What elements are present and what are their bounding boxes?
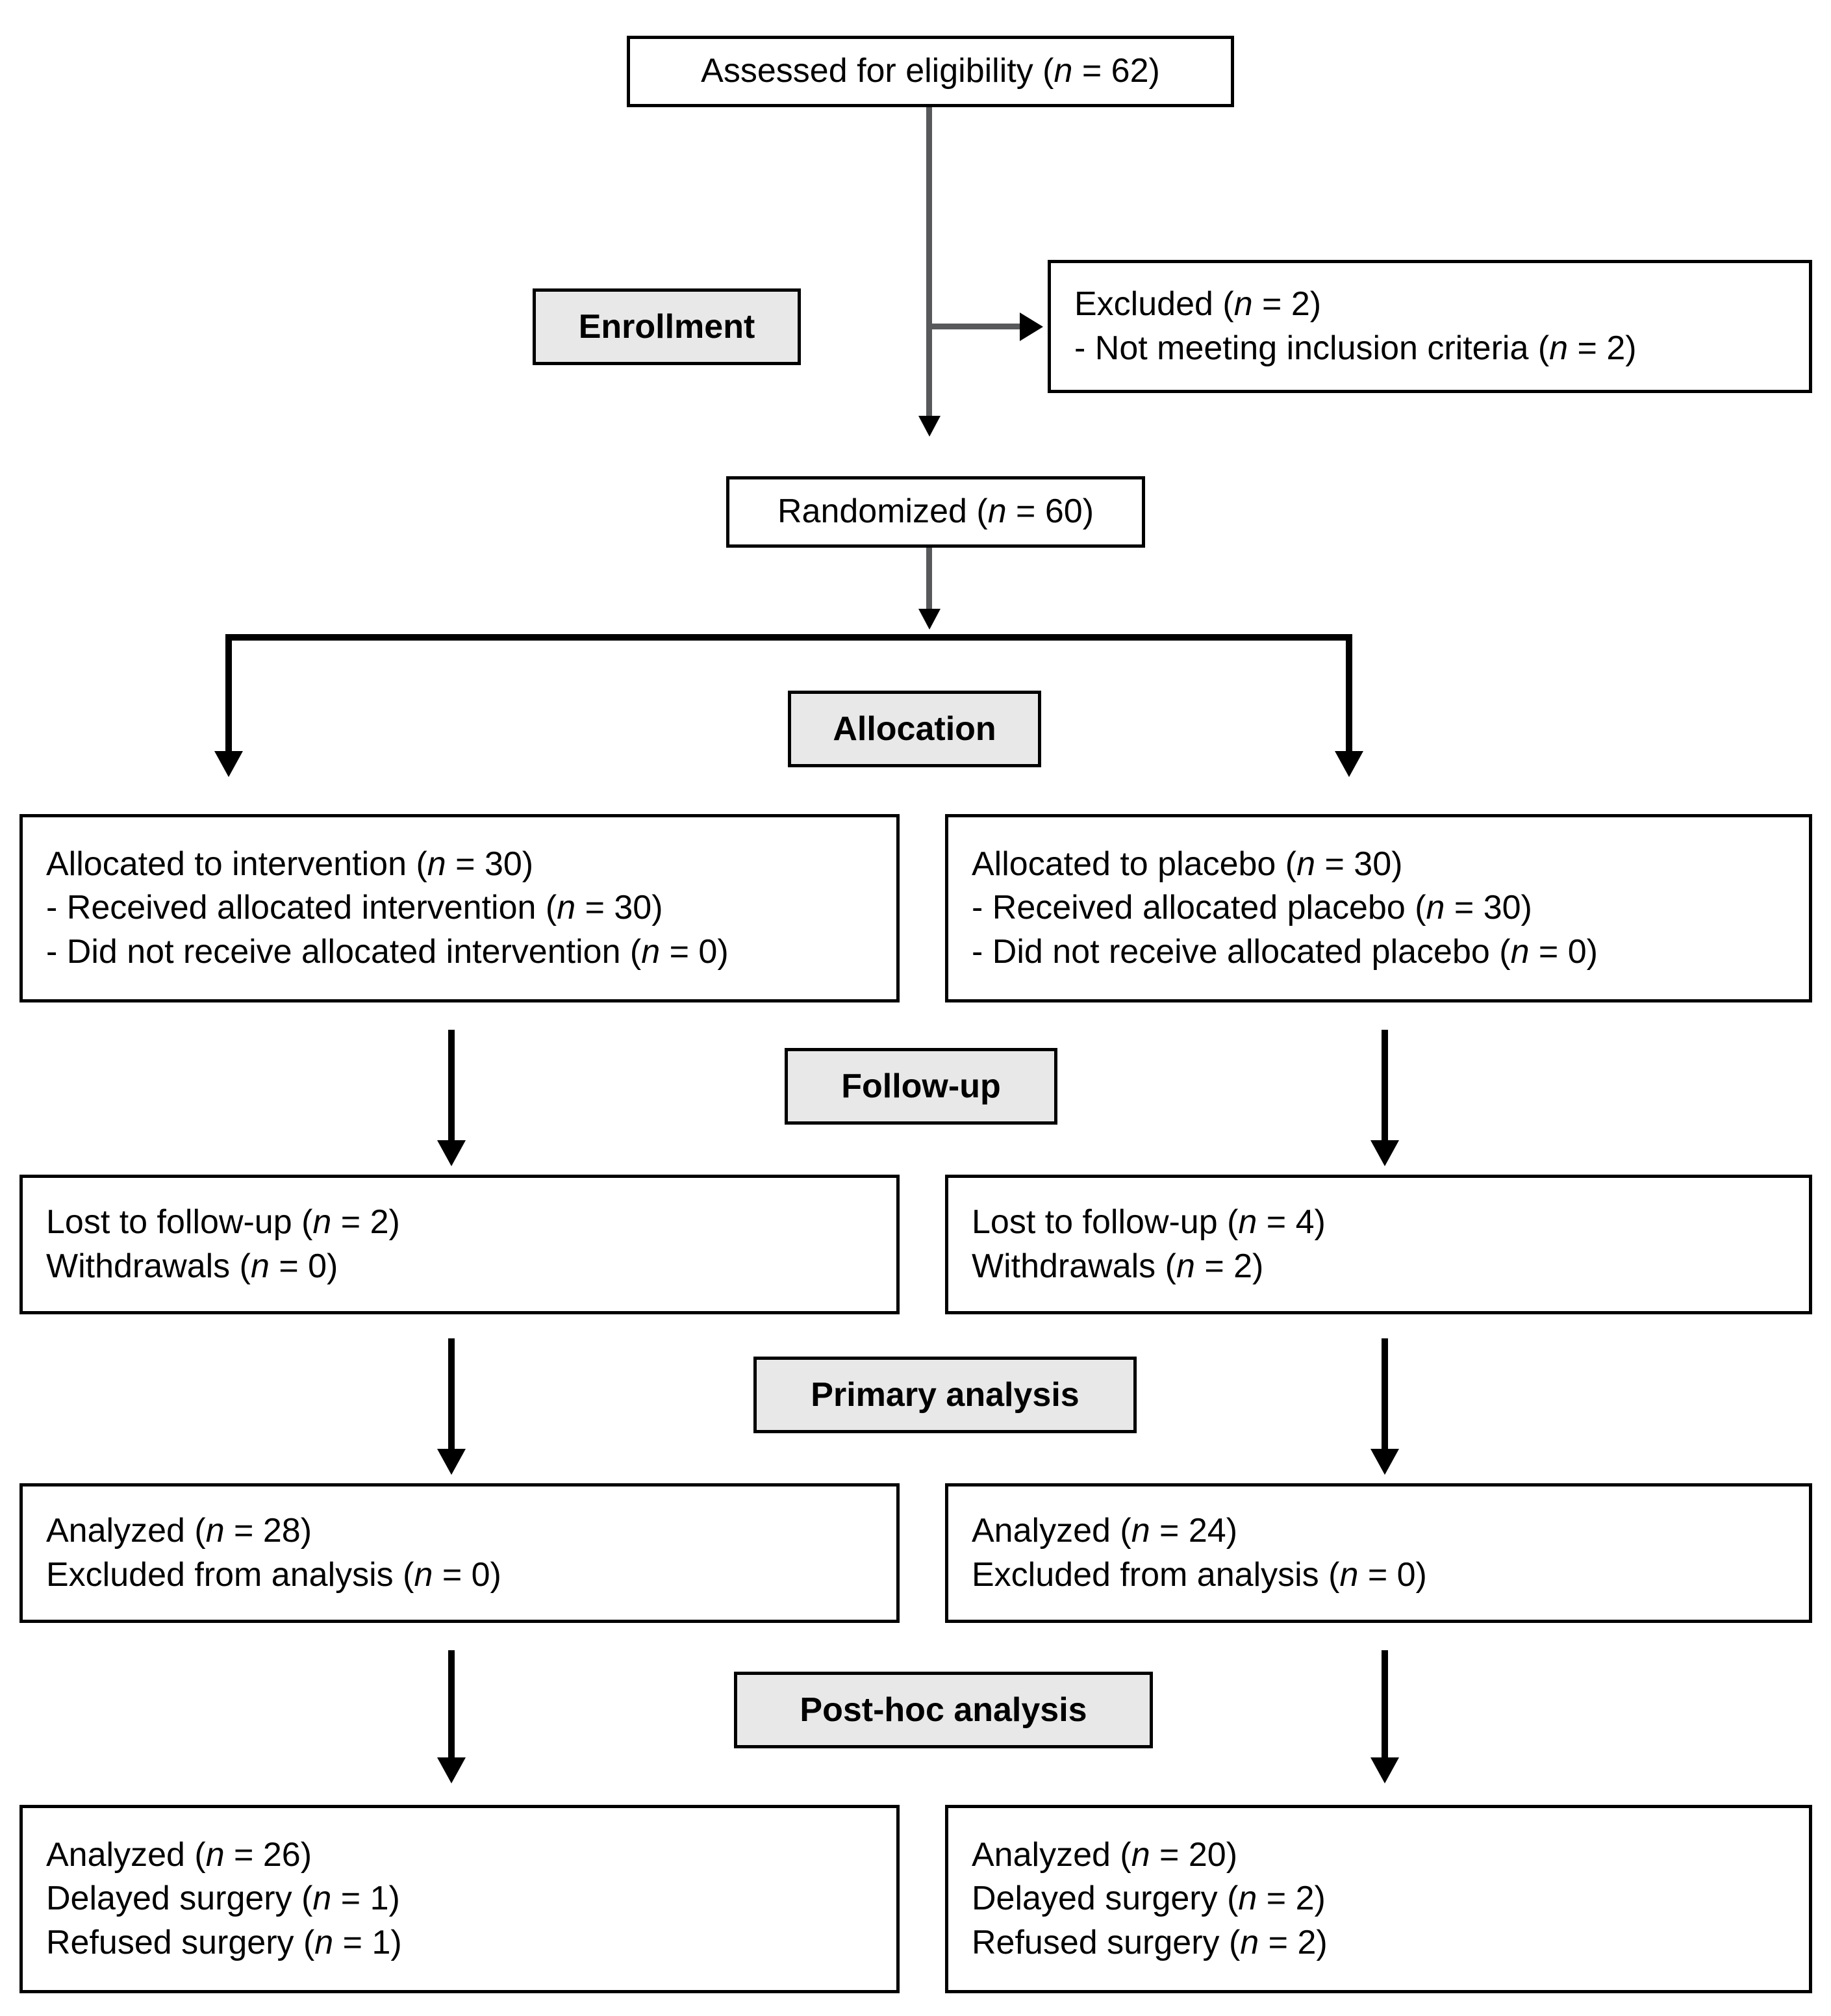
connector-followup-to-primary-right	[1382, 1338, 1388, 1455]
connector-split-right	[1346, 634, 1352, 758]
node-line: Analyzed (n = 28)	[46, 1511, 312, 1550]
stage-label-text: Enrollment	[578, 308, 755, 346]
node-line: Assessed for eligibility (n = 62)	[701, 52, 1160, 90]
node-line: - Not meeting inclusion criteria (n = 2)	[1074, 329, 1637, 367]
node-line: Excluded from analysis (n = 0)	[46, 1555, 501, 1594]
node-line: Excluded from analysis (n = 0)	[972, 1555, 1427, 1594]
stage-label-text: Post-hoc analysis	[800, 1691, 1087, 1729]
connector-to-excluded	[932, 324, 1029, 329]
node-primary-analysis-intervention: Analyzed (n = 28) Excluded from analysis…	[19, 1483, 900, 1623]
node-line: Withdrawals (n = 2)	[972, 1247, 1264, 1285]
arrow-split-right	[1335, 751, 1363, 777]
node-allocated-placebo: Allocated to placebo (n = 30) - Received…	[945, 814, 1812, 1002]
stage-label-enrollment: Enrollment	[533, 288, 801, 365]
node-primary-analysis-placebo: Analyzed (n = 24) Excluded from analysis…	[945, 1483, 1812, 1623]
stage-label-post-hoc-analysis: Post-hoc analysis	[734, 1672, 1153, 1748]
node-line: Randomized (n = 60)	[777, 492, 1094, 531]
node-line: Excluded (n = 2)	[1074, 285, 1322, 323]
connector-assessed-to-randomized	[926, 107, 932, 429]
arrow-randomized-stub	[918, 609, 941, 630]
connector-allocation-to-followup-right	[1382, 1030, 1388, 1147]
node-assessed-for-eligibility: Assessed for eligibility (n = 62)	[627, 36, 1234, 107]
node-randomized: Randomized (n = 60)	[726, 476, 1145, 548]
node-line: Delayed surgery (n = 2)	[972, 1880, 1326, 1918]
stage-label-text: Primary analysis	[811, 1376, 1080, 1414]
stage-label-text: Follow-up	[841, 1067, 1001, 1105]
node-line: - Received allocated placebo (n = 30)	[972, 889, 1532, 927]
connector-followup-to-primary-left	[448, 1338, 455, 1455]
node-line: Refused surgery (n = 2)	[972, 1923, 1328, 1961]
arrow-followup-to-primary-right	[1370, 1449, 1399, 1475]
arrow-allocation-to-followup-right	[1370, 1140, 1399, 1166]
connector-split-bar	[225, 634, 1352, 641]
arrow-to-excluded	[1020, 313, 1043, 341]
stage-label-allocation: Allocation	[788, 691, 1041, 767]
stage-label-primary-analysis: Primary analysis	[753, 1357, 1137, 1433]
stage-label-text: Allocation	[833, 710, 996, 748]
node-line: - Received allocated intervention (n = 3…	[46, 889, 663, 927]
arrow-assessed-to-randomized	[918, 416, 941, 437]
arrow-allocation-to-followup-left	[437, 1140, 466, 1166]
node-line: Withdrawals (n = 0)	[46, 1247, 338, 1285]
node-excluded: Excluded (n = 2) - Not meeting inclusion…	[1048, 260, 1812, 393]
node-line: Lost to follow-up (n = 2)	[46, 1203, 400, 1241]
node-line: Analyzed (n = 24)	[972, 1511, 1238, 1550]
stage-label-follow-up: Follow-up	[785, 1048, 1057, 1125]
node-posthoc-analysis-placebo: Analyzed (n = 20) Delayed surgery (n = 2…	[945, 1805, 1812, 1993]
arrow-primary-to-posthoc-right	[1370, 1757, 1399, 1783]
arrow-split-left	[214, 751, 243, 777]
arrow-primary-to-posthoc-left	[437, 1757, 466, 1783]
node-line: Analyzed (n = 20)	[972, 1835, 1238, 1874]
arrow-followup-to-primary-left	[437, 1449, 466, 1475]
connector-split-left	[225, 634, 232, 758]
node-allocated-intervention: Allocated to intervention (n = 30) - Rec…	[19, 814, 900, 1002]
node-line: Allocated to placebo (n = 30)	[972, 845, 1403, 883]
node-line: Lost to follow-up (n = 4)	[972, 1203, 1326, 1241]
node-line: - Did not receive allocated intervention…	[46, 932, 729, 971]
connector-randomized-stub	[926, 548, 932, 616]
node-line: Refused surgery (n = 1)	[46, 1923, 402, 1961]
connector-allocation-to-followup-left	[448, 1030, 455, 1147]
node-posthoc-analysis-intervention: Analyzed (n = 26) Delayed surgery (n = 1…	[19, 1805, 900, 1993]
node-line: Delayed surgery (n = 1)	[46, 1880, 400, 1918]
node-line: Analyzed (n = 26)	[46, 1835, 312, 1874]
node-followup-placebo: Lost to follow-up (n = 4) Withdrawals (n…	[945, 1175, 1812, 1314]
connector-primary-to-posthoc-right	[1382, 1650, 1388, 1764]
node-followup-intervention: Lost to follow-up (n = 2) Withdrawals (n…	[19, 1175, 900, 1314]
node-line: Allocated to intervention (n = 30)	[46, 845, 534, 883]
connector-primary-to-posthoc-left	[448, 1650, 455, 1764]
node-line: - Did not receive allocated placebo (n =…	[972, 932, 1598, 971]
